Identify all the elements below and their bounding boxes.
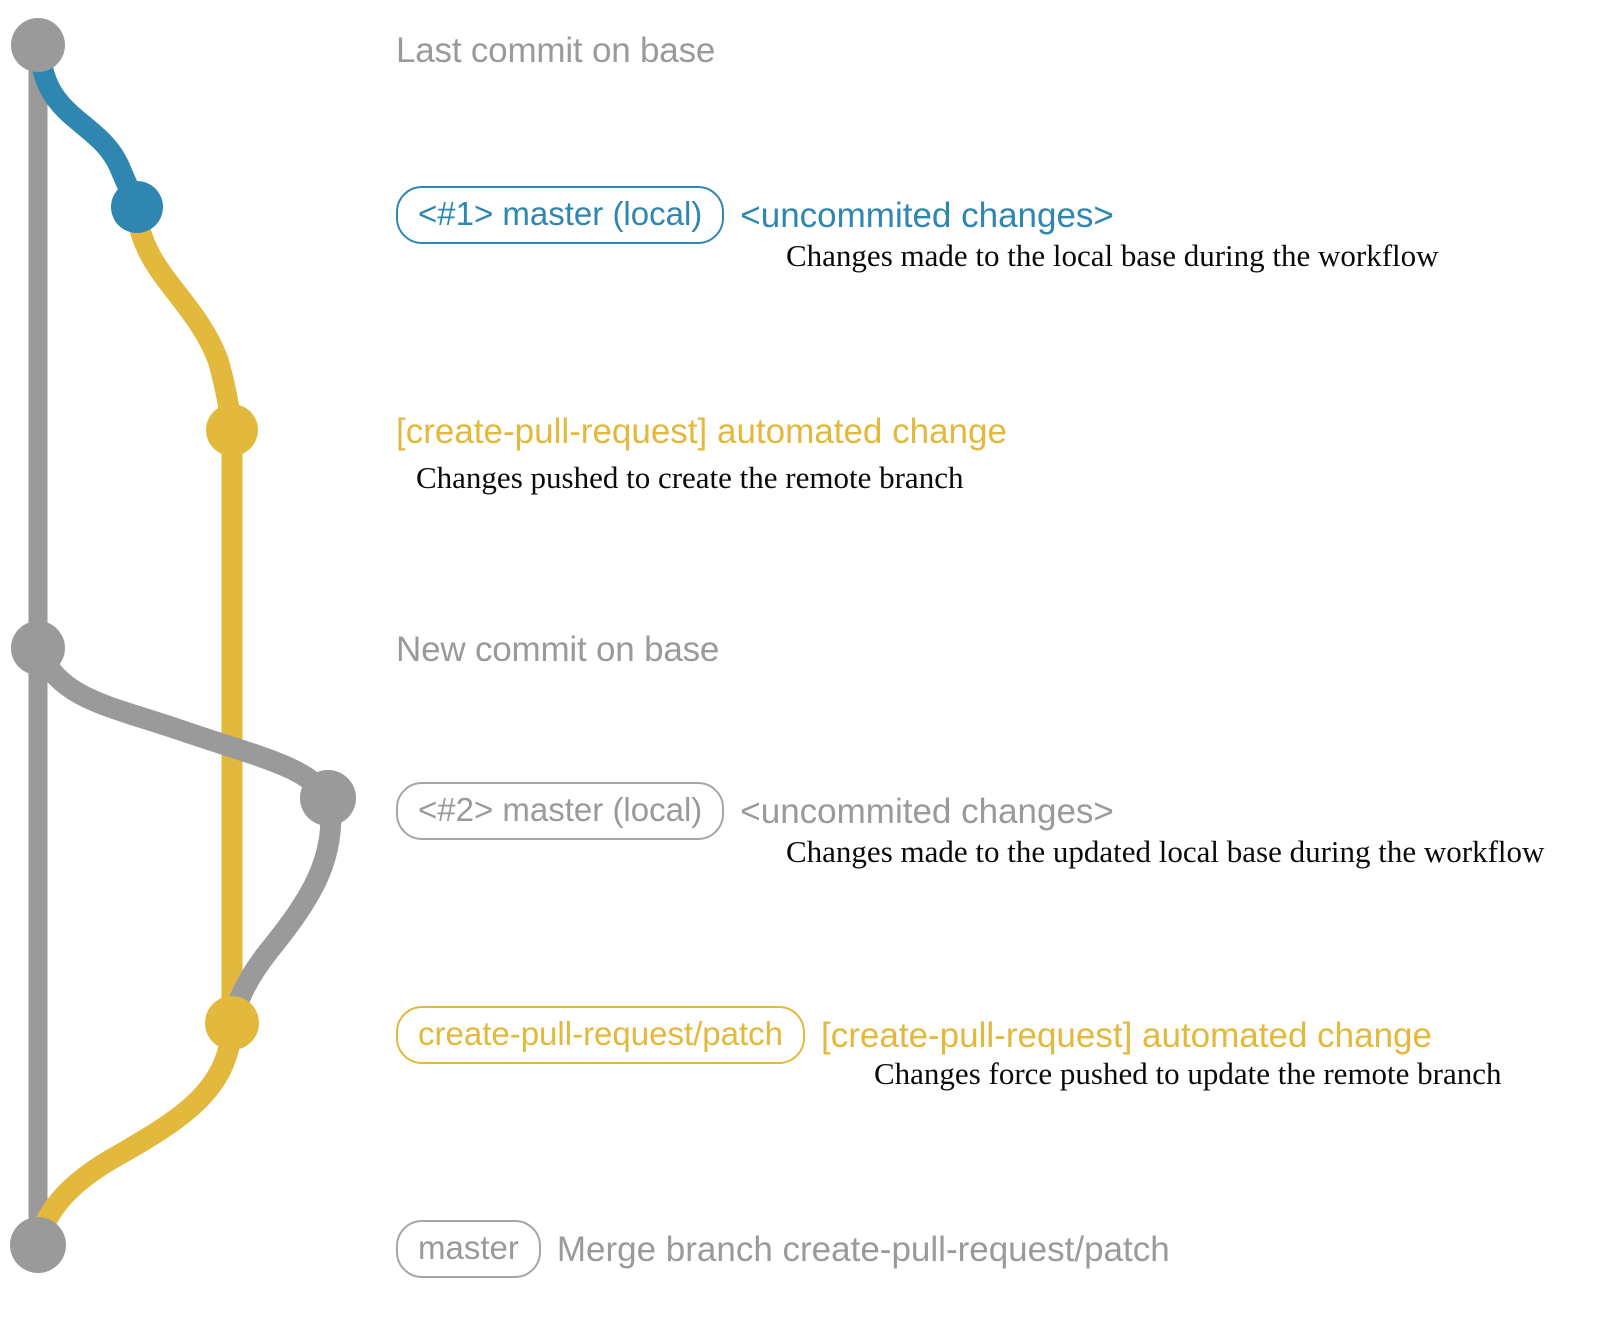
- yellow-branch-line-1: [126, 199, 243, 441]
- branch-badge-master-local-1[interactable]: <#1> master (local): [396, 186, 725, 244]
- row-new-commit-on-base: New commit on base: [396, 632, 719, 667]
- branch-badge-create-pull-request-patch[interactable]: create-pull-request/patch: [396, 1006, 806, 1064]
- row-master-local-2: <#2> master (local) <uncommited changes>: [396, 782, 1114, 840]
- row-master-local-1: <#1> master (local) <uncommited changes>: [396, 186, 1114, 244]
- merge-commit-node[interactable]: [10, 1217, 66, 1273]
- commit-subject-last-commit-on-base: Last commit on base: [396, 31, 716, 70]
- automated-change-1-node[interactable]: [206, 404, 258, 456]
- row-merge-commit: master Merge branch create-pull-request/…: [396, 1220, 1170, 1278]
- commit-subject-master-local-1: <uncommited changes>: [740, 195, 1114, 235]
- commit-subject-automated-change-1: [create-pull-request] automated change: [396, 412, 1007, 451]
- blue-branch-line: [29, 39, 148, 218]
- row-automated-change-1: [create-pull-request] automated change: [396, 414, 1007, 449]
- commit-subject-merge-commit: Merge branch create-pull-request/patch: [556, 1229, 1170, 1269]
- row-last-commit-on-base: Last commit on base: [396, 33, 715, 68]
- automated-change-2-node[interactable]: [205, 996, 259, 1050]
- gray-branch-line-from-local2: [221, 791, 342, 1034]
- gray-branch-line-to-local2: [29, 641, 339, 809]
- last-commit-on-base-node[interactable]: [11, 18, 65, 72]
- commit-description-master-local-2: Changes made to the updated local base d…: [786, 834, 1545, 869]
- new-commit-on-base-node[interactable]: [11, 621, 65, 675]
- local-change-2-node[interactable]: [300, 770, 356, 826]
- commit-description-automated-change-1: Changes pushed to create the remote bran…: [416, 460, 964, 495]
- yellow-branch-line-to-merge: [27, 1015, 243, 1256]
- branch-badge-master[interactable]: master: [396, 1220, 541, 1278]
- local-change-1-node[interactable]: [111, 181, 163, 233]
- commit-subject-automated-change-2: [create-pull-request] automated change: [821, 1015, 1432, 1055]
- commit-subject-new-commit-on-base: New commit on base: [396, 630, 720, 669]
- branch-badge-master-local-2[interactable]: <#2> master (local): [396, 782, 725, 840]
- commit-subject-master-local-2: <uncommited changes>: [740, 791, 1114, 831]
- commit-description-automated-change-2: Changes force pushed to update the remot…: [874, 1056, 1502, 1091]
- row-automated-change-2: create-pull-request/patch [create-pull-r…: [396, 1006, 1432, 1064]
- commit-description-master-local-1: Changes made to the local base during th…: [786, 238, 1439, 273]
